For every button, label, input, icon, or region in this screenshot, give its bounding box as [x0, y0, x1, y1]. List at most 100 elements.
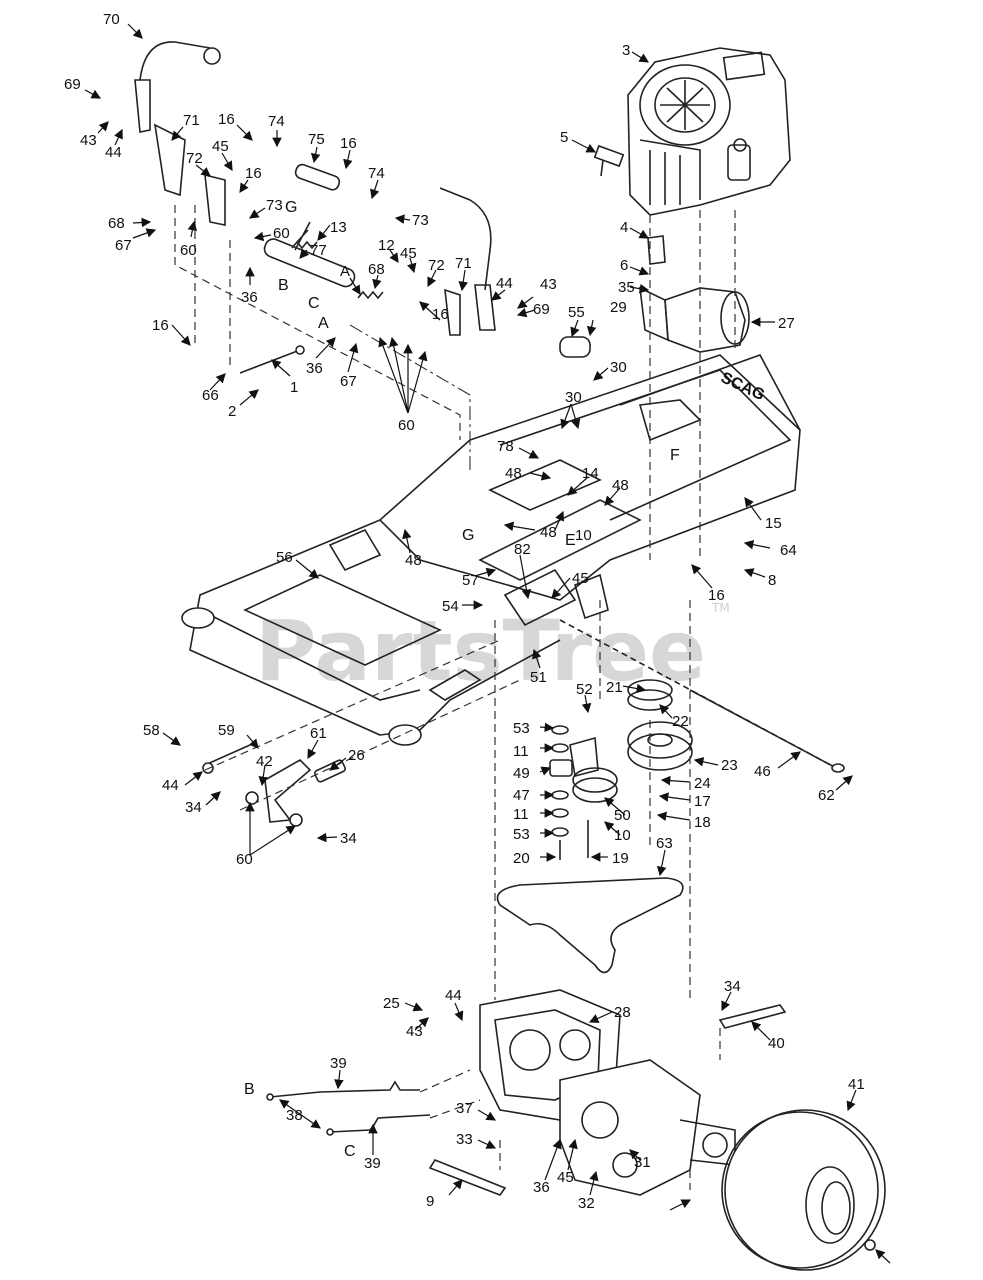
callout-39: 37 [456, 1100, 473, 1117]
callout-44: 44 [496, 275, 513, 292]
callout-19: 21 [606, 679, 623, 696]
letter-G: G [285, 199, 297, 216]
chassis-frame [181, 354, 801, 746]
callout-13: 13 [330, 219, 347, 236]
callout-57: 54 [442, 598, 459, 615]
callout-60: 60 [180, 242, 197, 259]
callout-45: 45 [212, 138, 229, 155]
callout-labels: 70 69 43 44 71 16 74 75 16 74 73 72 45 1… [64, 11, 865, 1212]
clutch-assembly [549, 679, 693, 860]
callout-44: 44 [162, 777, 179, 794]
callout-36: 36 [241, 289, 258, 306]
callout-60: 60 [273, 225, 290, 242]
letter-A: A [318, 315, 329, 332]
leader-lines [84, 23, 891, 1264]
callout-48: 10 [614, 827, 631, 844]
callout-40: 39 [364, 1155, 381, 1172]
callout-51: 53 [513, 720, 530, 737]
callout-35: 55 [568, 304, 585, 321]
callout-45: 45 [557, 1169, 574, 1186]
callout-43: 43 [540, 276, 557, 293]
callout-72: 72 [428, 257, 445, 274]
callout-11: 47 [513, 787, 530, 804]
callout-30: 48 [540, 524, 557, 541]
callout-45: 45 [400, 245, 417, 262]
callout-68: 68 [368, 261, 385, 278]
callout-67: 67 [340, 373, 357, 390]
callout-43: 43 [406, 1023, 423, 1040]
callout-7: 66 [202, 387, 219, 404]
callout-55: 30 [610, 359, 627, 376]
callout-14: 15 [765, 515, 782, 532]
callout-36: 36 [306, 360, 323, 377]
transmission [479, 989, 736, 1196]
callout-21: 23 [721, 757, 738, 774]
callout-30: 48 [505, 465, 522, 482]
callout-52: 11 [513, 743, 529, 760]
callout-73: 73 [412, 212, 429, 229]
callout-24: 18 [694, 814, 711, 831]
callout-41: 38 [286, 1107, 303, 1124]
callout-6: 27 [778, 315, 795, 332]
callout-16: 16 [340, 135, 357, 152]
callout-71: 71 [183, 112, 200, 129]
callout-29: 78 [497, 438, 514, 455]
callout-25: 40 [768, 1035, 785, 1052]
callout-60: 60 [398, 417, 415, 434]
callout-43: 43 [80, 132, 97, 149]
muffler [639, 235, 750, 353]
callout-63: 59 [218, 722, 235, 739]
callout-2: 5 [560, 129, 568, 146]
letter-C-2: C [344, 1143, 356, 1160]
callout-16: 16 [432, 306, 449, 323]
callout-15: 8 [768, 572, 776, 589]
callout-76: 77 [310, 242, 327, 259]
letter-F: F [670, 447, 680, 464]
callout-46: 63 [656, 835, 673, 852]
callout-36: 36 [533, 1179, 550, 1196]
part-fitting [593, 144, 625, 177]
callout-69: 69 [533, 301, 550, 318]
callout-16: 16 [708, 587, 725, 604]
axle-rod [559, 619, 845, 773]
callout-52: 11 [513, 806, 529, 823]
callout-68: 68 [108, 215, 125, 232]
callout-77: A [340, 263, 350, 280]
callout-26: 34 [340, 830, 357, 847]
callout-59: 26 [348, 747, 365, 764]
callout-12: 12 [378, 237, 395, 254]
callout-74: 74 [268, 113, 285, 130]
callout-26: 34 [724, 978, 741, 995]
callout-49: 50 [614, 807, 631, 824]
engine [627, 47, 791, 216]
callout-20: 22 [672, 713, 689, 730]
letter-G-2: G [462, 527, 474, 544]
callout-47: 19 [612, 850, 629, 867]
callout-37: 9 [426, 1193, 434, 1210]
callout-64: 56 [276, 549, 293, 566]
callout-5: 6 [620, 257, 628, 274]
callout-27: 29 [610, 299, 627, 316]
callout-23: 17 [694, 793, 711, 810]
callout-16: 16 [245, 165, 262, 182]
rear-tire [721, 1109, 886, 1271]
callout-40: 39 [330, 1055, 347, 1072]
callout-30: 48 [405, 552, 422, 569]
callout-82: 51 [530, 669, 547, 686]
callout-78: 14 [582, 465, 599, 482]
callout-17: 46 [754, 763, 771, 780]
callout-3: 4 [620, 219, 628, 236]
callout-55: 30 [565, 389, 582, 406]
callout-70: 70 [103, 11, 120, 28]
callout-44: 44 [105, 144, 122, 161]
callout-66: 2 [228, 403, 236, 420]
deck-logo: SCAG [718, 369, 767, 404]
letter-B-2: B [244, 1081, 255, 1098]
callout-8: 57 [462, 572, 479, 589]
foot-pedal [202, 744, 346, 827]
callout-48: 10 [575, 527, 592, 544]
callout-42: 25 [383, 995, 400, 1012]
callout-74: 74 [368, 165, 385, 182]
left-control-handle [134, 41, 226, 226]
callout-16: 16 [152, 317, 169, 334]
